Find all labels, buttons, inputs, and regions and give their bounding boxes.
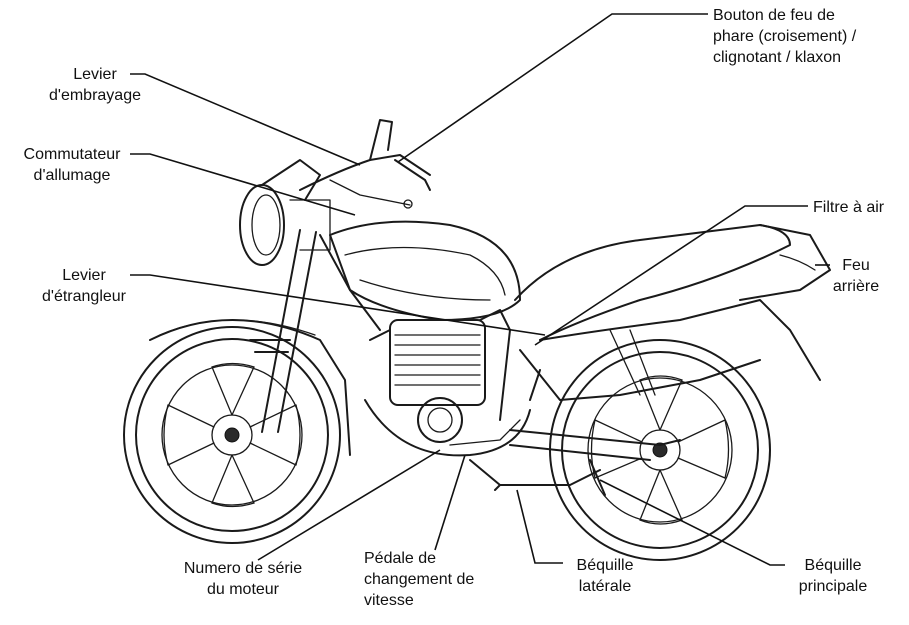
label-text: Commutateur bbox=[23, 146, 121, 163]
rear-body bbox=[519, 299, 821, 401]
leader-main-stand bbox=[599, 479, 785, 566]
label-text: d'embrayage bbox=[49, 87, 141, 104]
label-choke-lever: Levier d'étrangleur bbox=[28, 265, 140, 307]
label-text: Filtre à air bbox=[813, 199, 885, 216]
label-text: Levier bbox=[62, 267, 106, 284]
label-text: Béquille bbox=[576, 557, 634, 574]
engine bbox=[364, 309, 531, 457]
label-headlight-switch: Bouton de feu de phare (croisement) / cl… bbox=[713, 5, 856, 68]
label-text: clignotant / klaxon bbox=[713, 49, 842, 66]
label-clutch-lever: Levier d'embrayage bbox=[38, 64, 152, 106]
label-text: Béquille bbox=[804, 557, 862, 574]
leader-air-filter bbox=[534, 205, 808, 346]
label-engine-serial: Numero de série du moteur bbox=[160, 558, 326, 600]
label-text: arrière bbox=[832, 278, 880, 295]
label-shift-pedal: Pédale de changement de vitesse bbox=[364, 548, 474, 611]
front-wheel bbox=[123, 319, 351, 544]
leader-clutch-lever bbox=[130, 73, 361, 166]
label-text: Feu bbox=[842, 257, 870, 274]
label-text: Pédale de bbox=[364, 550, 437, 567]
label-text: du moteur bbox=[206, 581, 280, 598]
label-ignition-switch: Commutateur d'allumage bbox=[4, 144, 140, 186]
leader-headlight-switch bbox=[397, 13, 708, 163]
label-text: Numero de série bbox=[183, 560, 303, 577]
leader-choke-lever bbox=[130, 274, 546, 336]
label-text: changement de bbox=[364, 571, 475, 588]
label-text: d'allumage bbox=[33, 167, 111, 184]
label-text: Levier bbox=[73, 66, 117, 83]
leader-side-stand bbox=[516, 489, 563, 564]
frame bbox=[319, 234, 681, 496]
label-tail-light: Feu arrière bbox=[824, 255, 888, 297]
label-text: latérale bbox=[578, 578, 632, 595]
seat bbox=[514, 224, 831, 341]
label-text: principale bbox=[798, 578, 868, 595]
label-text: vitesse bbox=[364, 592, 414, 609]
leader-engine-serial bbox=[257, 449, 441, 561]
leader-shift-pedal bbox=[434, 454, 466, 551]
label-text: d'étrangleur bbox=[42, 288, 126, 305]
label-text: Bouton de feu de bbox=[713, 7, 835, 24]
handlebar bbox=[299, 119, 431, 209]
front-fork bbox=[239, 159, 331, 433]
fuel-tank bbox=[329, 220, 521, 321]
leader-lines bbox=[130, 13, 830, 566]
rear-wheel bbox=[549, 339, 771, 561]
label-main-stand: Béquille principale bbox=[782, 555, 884, 597]
label-text: phare (croisement) / bbox=[713, 28, 857, 45]
label-air-filter: Filtre à air bbox=[813, 197, 884, 218]
label-side-stand: Béquille latérale bbox=[560, 555, 650, 597]
leader-ignition-switch bbox=[130, 153, 356, 216]
